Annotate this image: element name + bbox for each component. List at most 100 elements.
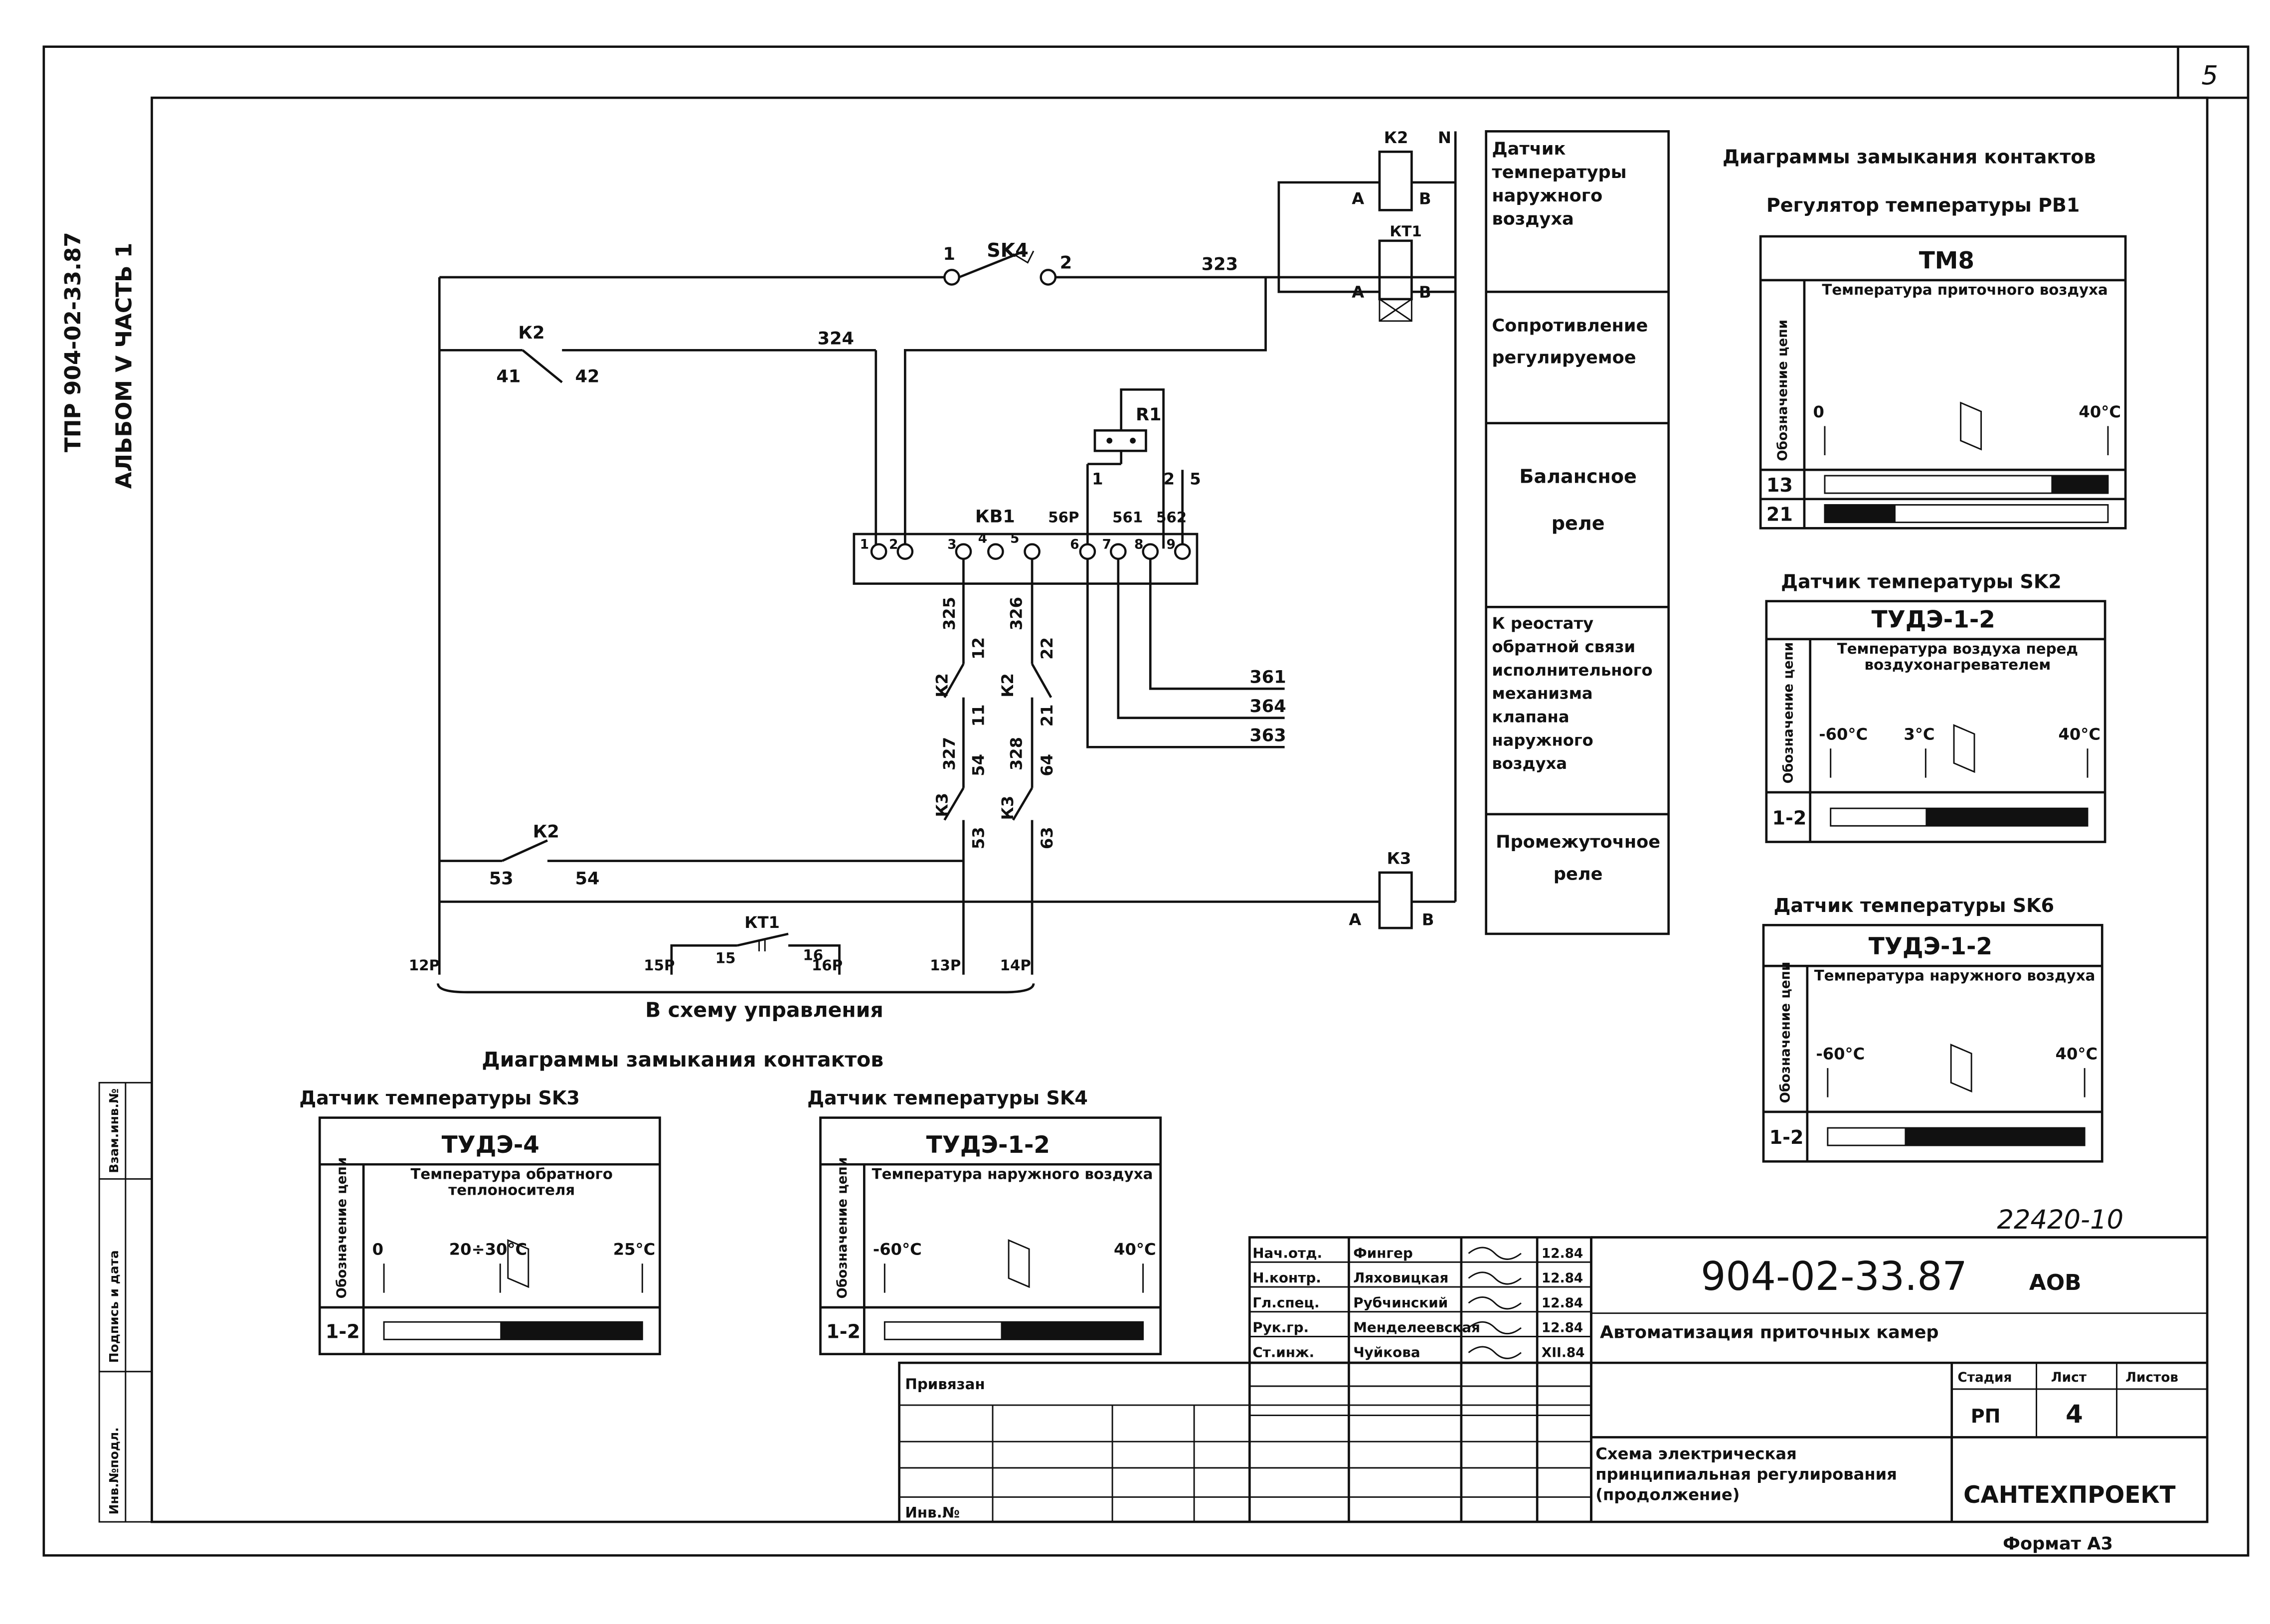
coil-k3-a: А (1349, 910, 1361, 929)
kb1-label: КВ1 (975, 507, 1015, 527)
circuit-number: 21 (1766, 504, 1793, 526)
organization: САНТЕХПРОЕКТ (1963, 1482, 2176, 1509)
signer-name: Рубчинский (1353, 1294, 1448, 1311)
signer-role: Нач.отд. (1252, 1245, 1322, 1261)
copy-number: 22420-10 (1997, 1205, 2123, 1235)
contact-diagram-2: Датчик температуры SK2ТУДЭ-1-2Обозначени… (1765, 570, 2106, 843)
k2-d-21: 21 (1038, 705, 1056, 727)
side-code: ТПР 904-02-33.87 (60, 232, 86, 452)
coil-k2-label: К2 (1384, 128, 1408, 147)
r1-pin1: 1 (1092, 470, 1103, 489)
diagram-caption: Температура приточного воздуха (1822, 283, 2108, 299)
signer-date: 12.84 (1542, 1296, 1583, 1311)
designation-suffix: АОВ (2029, 1270, 2082, 1295)
page-number-box (2177, 46, 2249, 99)
signer-date: 12.84 (1542, 1246, 1583, 1261)
legend-item-2: Сопротивление регулируемое (1492, 315, 1648, 368)
circuit-col-header: Обозначение цепи (1781, 642, 1796, 784)
signer-role: Рук.гр. (1252, 1319, 1309, 1336)
signer-role: Ст.инж. (1252, 1344, 1314, 1360)
terminal-block-kb1 (853, 533, 1199, 585)
kt1-16: 16 (803, 947, 823, 964)
diagram-group-title: Регулятор температуры РВ1 (1766, 194, 2080, 216)
kb1-num-1: 1 (860, 537, 869, 552)
terminal-15p: 15Р (644, 957, 675, 974)
kb1-wire-56p: 56Р (1048, 509, 1079, 526)
k2-d-22: 22 (1038, 637, 1056, 660)
kb1-wire-561: 561 (1112, 509, 1143, 526)
wire-361: 361 (1249, 667, 1286, 688)
scale-tick-label: 40°С (2079, 402, 2121, 421)
wire-323: 323 (1202, 254, 1238, 274)
setpoint-symbol (1008, 1239, 1030, 1288)
contact-diagram-4: Датчик температуры SK3ТУДЭ-4Обозначение … (299, 1087, 661, 1355)
designation: 904-02-33.87 (1701, 1254, 1967, 1299)
signature-mark (1468, 1346, 1522, 1359)
wire-326: 326 (1007, 597, 1026, 630)
coil-kt1-b: В (1419, 283, 1431, 302)
kb1-num-6: 6 (1070, 537, 1079, 552)
signer-date: 12.84 (1542, 1321, 1583, 1336)
stamp-sign-label: Подпись и дата (107, 1250, 121, 1363)
bound-label: Привязан (905, 1376, 985, 1393)
coil-k3 (1378, 871, 1413, 929)
diagram-caption: Температура наружного воздуха (1814, 969, 2095, 985)
terminal-13p: 13Р (930, 957, 961, 974)
kb1-num-5: 5 (1010, 532, 1019, 546)
k2-contact-53-54 (502, 839, 548, 862)
contact-closed-bar (2051, 475, 2108, 494)
kt1-contact-label: КТ1 (744, 913, 780, 932)
wire-363: 363 (1249, 725, 1286, 746)
coil-k3-label: К3 (1387, 849, 1411, 868)
k3-contact-63-64 (1012, 787, 1034, 821)
coil-k2 (1378, 150, 1413, 211)
scale-tick-label: 25°С (613, 1240, 656, 1259)
signer-name: Чуйкова (1353, 1344, 1420, 1360)
stamp-inv-label: Инв.№подл. (107, 1427, 121, 1514)
sk4-node-2 (1040, 269, 1057, 286)
wire-324: 324 (818, 329, 854, 349)
diagram-caption: Температура воздуха перед воздухонагрева… (1837, 642, 2079, 674)
device-name: ТУДЭ-4 (442, 1132, 539, 1159)
diagrams-title-top: Диаграммы замыкания контактов (1723, 146, 2096, 168)
k2-a-41: 41 (497, 366, 521, 387)
k3-a-54: 54 (969, 754, 988, 776)
scale-tick-label: -60°С (873, 1240, 922, 1259)
kb1-wire-562: 562 (1156, 509, 1187, 526)
device-name: ТУДЭ-1-2 (1872, 606, 1995, 633)
legend-item-5: Промежуточное реле (1496, 832, 1661, 885)
k2-c-11: 11 (969, 705, 988, 727)
sk4-label: SK4 (987, 239, 1028, 261)
diagram-group-title: Датчик температуры SK3 (299, 1087, 580, 1109)
sheet-value: 4 (2066, 1400, 2083, 1429)
signer-role: Н.контр. (1252, 1269, 1321, 1286)
k2-b-54: 54 (575, 868, 600, 889)
circuit-number: 1-2 (826, 1320, 861, 1342)
legend-table: Датчик температуры наружного воздуха Соп… (1485, 130, 1670, 935)
circuit-col-header: Обозначение цепи (835, 1157, 850, 1299)
kb1-num-4: 4 (978, 532, 987, 546)
signer-row: Рук.гр. Менделеевская 12.84 (1252, 1319, 1583, 1336)
signature-mark (1468, 1296, 1522, 1310)
coil-kt1-label: КТ1 (1390, 223, 1421, 240)
sk4-pin2: 2 (1060, 252, 1072, 273)
k2-b-label: К2 (533, 822, 559, 842)
contact-diagram-3: Датчик температуры SK6ТУДЭ-1-2Обозначени… (1762, 895, 2103, 1163)
r1-label: R1 (1136, 404, 1161, 425)
coil-k2-b: В (1419, 189, 1431, 208)
scale-tick-label: 0 (1813, 402, 1824, 421)
neutral-n: N (1438, 128, 1451, 147)
legend-item-1: Датчик температуры наружного воздуха (1492, 139, 1627, 229)
terminal-16p: 16Р (812, 957, 843, 974)
circuit-col-header: Обозначение цепи (335, 1157, 349, 1299)
sk4-node-1 (943, 269, 960, 286)
signer-date: 12.84 (1542, 1271, 1583, 1286)
signer-name: Менделеевская (1353, 1319, 1480, 1336)
kb1-terminals: 1 2 3 4 5 6 7 8 9 (860, 532, 1191, 560)
contact-closed-bar (1925, 808, 2088, 826)
